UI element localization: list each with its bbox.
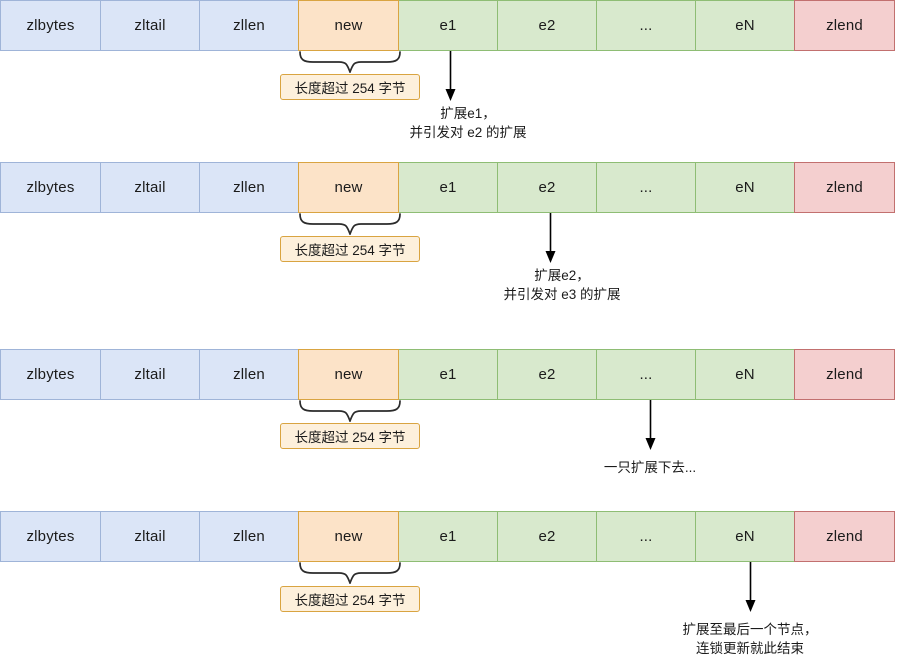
caption-line-2: 并引发对 e3 的扩展 <box>503 287 621 302</box>
brace-icon <box>299 213 401 235</box>
cell-eN: eN <box>695 0 795 51</box>
arrow-down-icon <box>644 400 657 452</box>
cell-e2: e2 <box>497 162 597 213</box>
cell-zlbytes: zlbytes <box>0 0 101 51</box>
cell-zlbytes: zlbytes <box>0 162 101 213</box>
caption-line-2: 连锁更新就此结束 <box>696 641 804 656</box>
cell-ellipsis: ... <box>596 162 696 213</box>
brace-icon <box>299 400 401 422</box>
cell-e1: e1 <box>398 0 498 51</box>
cell-zltail: zltail <box>100 162 200 213</box>
cell-zlend: zlend <box>794 511 895 562</box>
caption-line-1: 扩展e1， <box>440 106 496 121</box>
length-callout: 长度超过 254 字节 <box>280 586 420 612</box>
cell-eN: eN <box>695 511 795 562</box>
cell-zltail: zltail <box>100 511 200 562</box>
cell-e2: e2 <box>497 349 597 400</box>
cell-zllen: zllen <box>199 511 299 562</box>
cell-new: new <box>298 349 399 400</box>
cell-ellipsis: ... <box>596 349 696 400</box>
cell-e1: e1 <box>398 511 498 562</box>
caption-line-1: 扩展e2， <box>534 268 590 283</box>
cell-e2: e2 <box>497 0 597 51</box>
length-callout: 长度超过 254 字节 <box>280 236 420 262</box>
caption-line-1: 扩展至最后一个节点， <box>682 622 818 637</box>
arrow-down-icon <box>544 213 557 265</box>
cell-zlbytes: zlbytes <box>0 349 101 400</box>
cell-zllen: zllen <box>199 0 299 51</box>
brace-icon <box>299 562 401 584</box>
caption-line-2: 并引发对 e2 的扩展 <box>409 125 527 140</box>
cell-zlbytes: zlbytes <box>0 511 101 562</box>
ziplist-row: zlbytes zltail zllen new e1 e2 ... eN zl… <box>0 162 900 213</box>
arrow-down-icon <box>444 51 457 103</box>
cell-zllen: zllen <box>199 162 299 213</box>
cell-ellipsis: ... <box>596 0 696 51</box>
cell-ellipsis: ... <box>596 511 696 562</box>
brace-icon <box>299 51 401 73</box>
cell-e2: e2 <box>497 511 597 562</box>
row-caption: 扩展e2， 并引发对 e3 的扩展 <box>503 266 620 304</box>
row-caption: 扩展e1， 并引发对 e2 的扩展 <box>409 104 526 142</box>
cell-zltail: zltail <box>100 349 200 400</box>
cell-new: new <box>298 162 399 213</box>
cell-eN: eN <box>695 349 795 400</box>
caption-line-1: 一只扩展下去... <box>603 460 697 475</box>
arrow-down-icon <box>744 562 757 614</box>
cell-e1: e1 <box>398 162 498 213</box>
ziplist-row: zlbytes zltail zllen new e1 e2 ... eN zl… <box>0 511 900 562</box>
cell-zltail: zltail <box>100 0 200 51</box>
row-caption: 一只扩展下去... <box>604 458 696 477</box>
cell-e1: e1 <box>398 349 498 400</box>
cell-zlend: zlend <box>794 0 895 51</box>
cell-new: new <box>298 0 399 51</box>
cell-new: new <box>298 511 399 562</box>
cell-zlend: zlend <box>794 349 895 400</box>
ziplist-row: zlbytes zltail zllen new e1 e2 ... eN zl… <box>0 0 900 51</box>
length-callout: 长度超过 254 字节 <box>280 74 420 100</box>
cell-zllen: zllen <box>199 349 299 400</box>
row-caption: 扩展至最后一个节点， 连锁更新就此结束 <box>683 620 818 658</box>
cell-zlend: zlend <box>794 162 895 213</box>
length-callout: 长度超过 254 字节 <box>280 423 420 449</box>
ziplist-row: zlbytes zltail zllen new e1 e2 ... eN zl… <box>0 349 900 400</box>
cell-eN: eN <box>695 162 795 213</box>
